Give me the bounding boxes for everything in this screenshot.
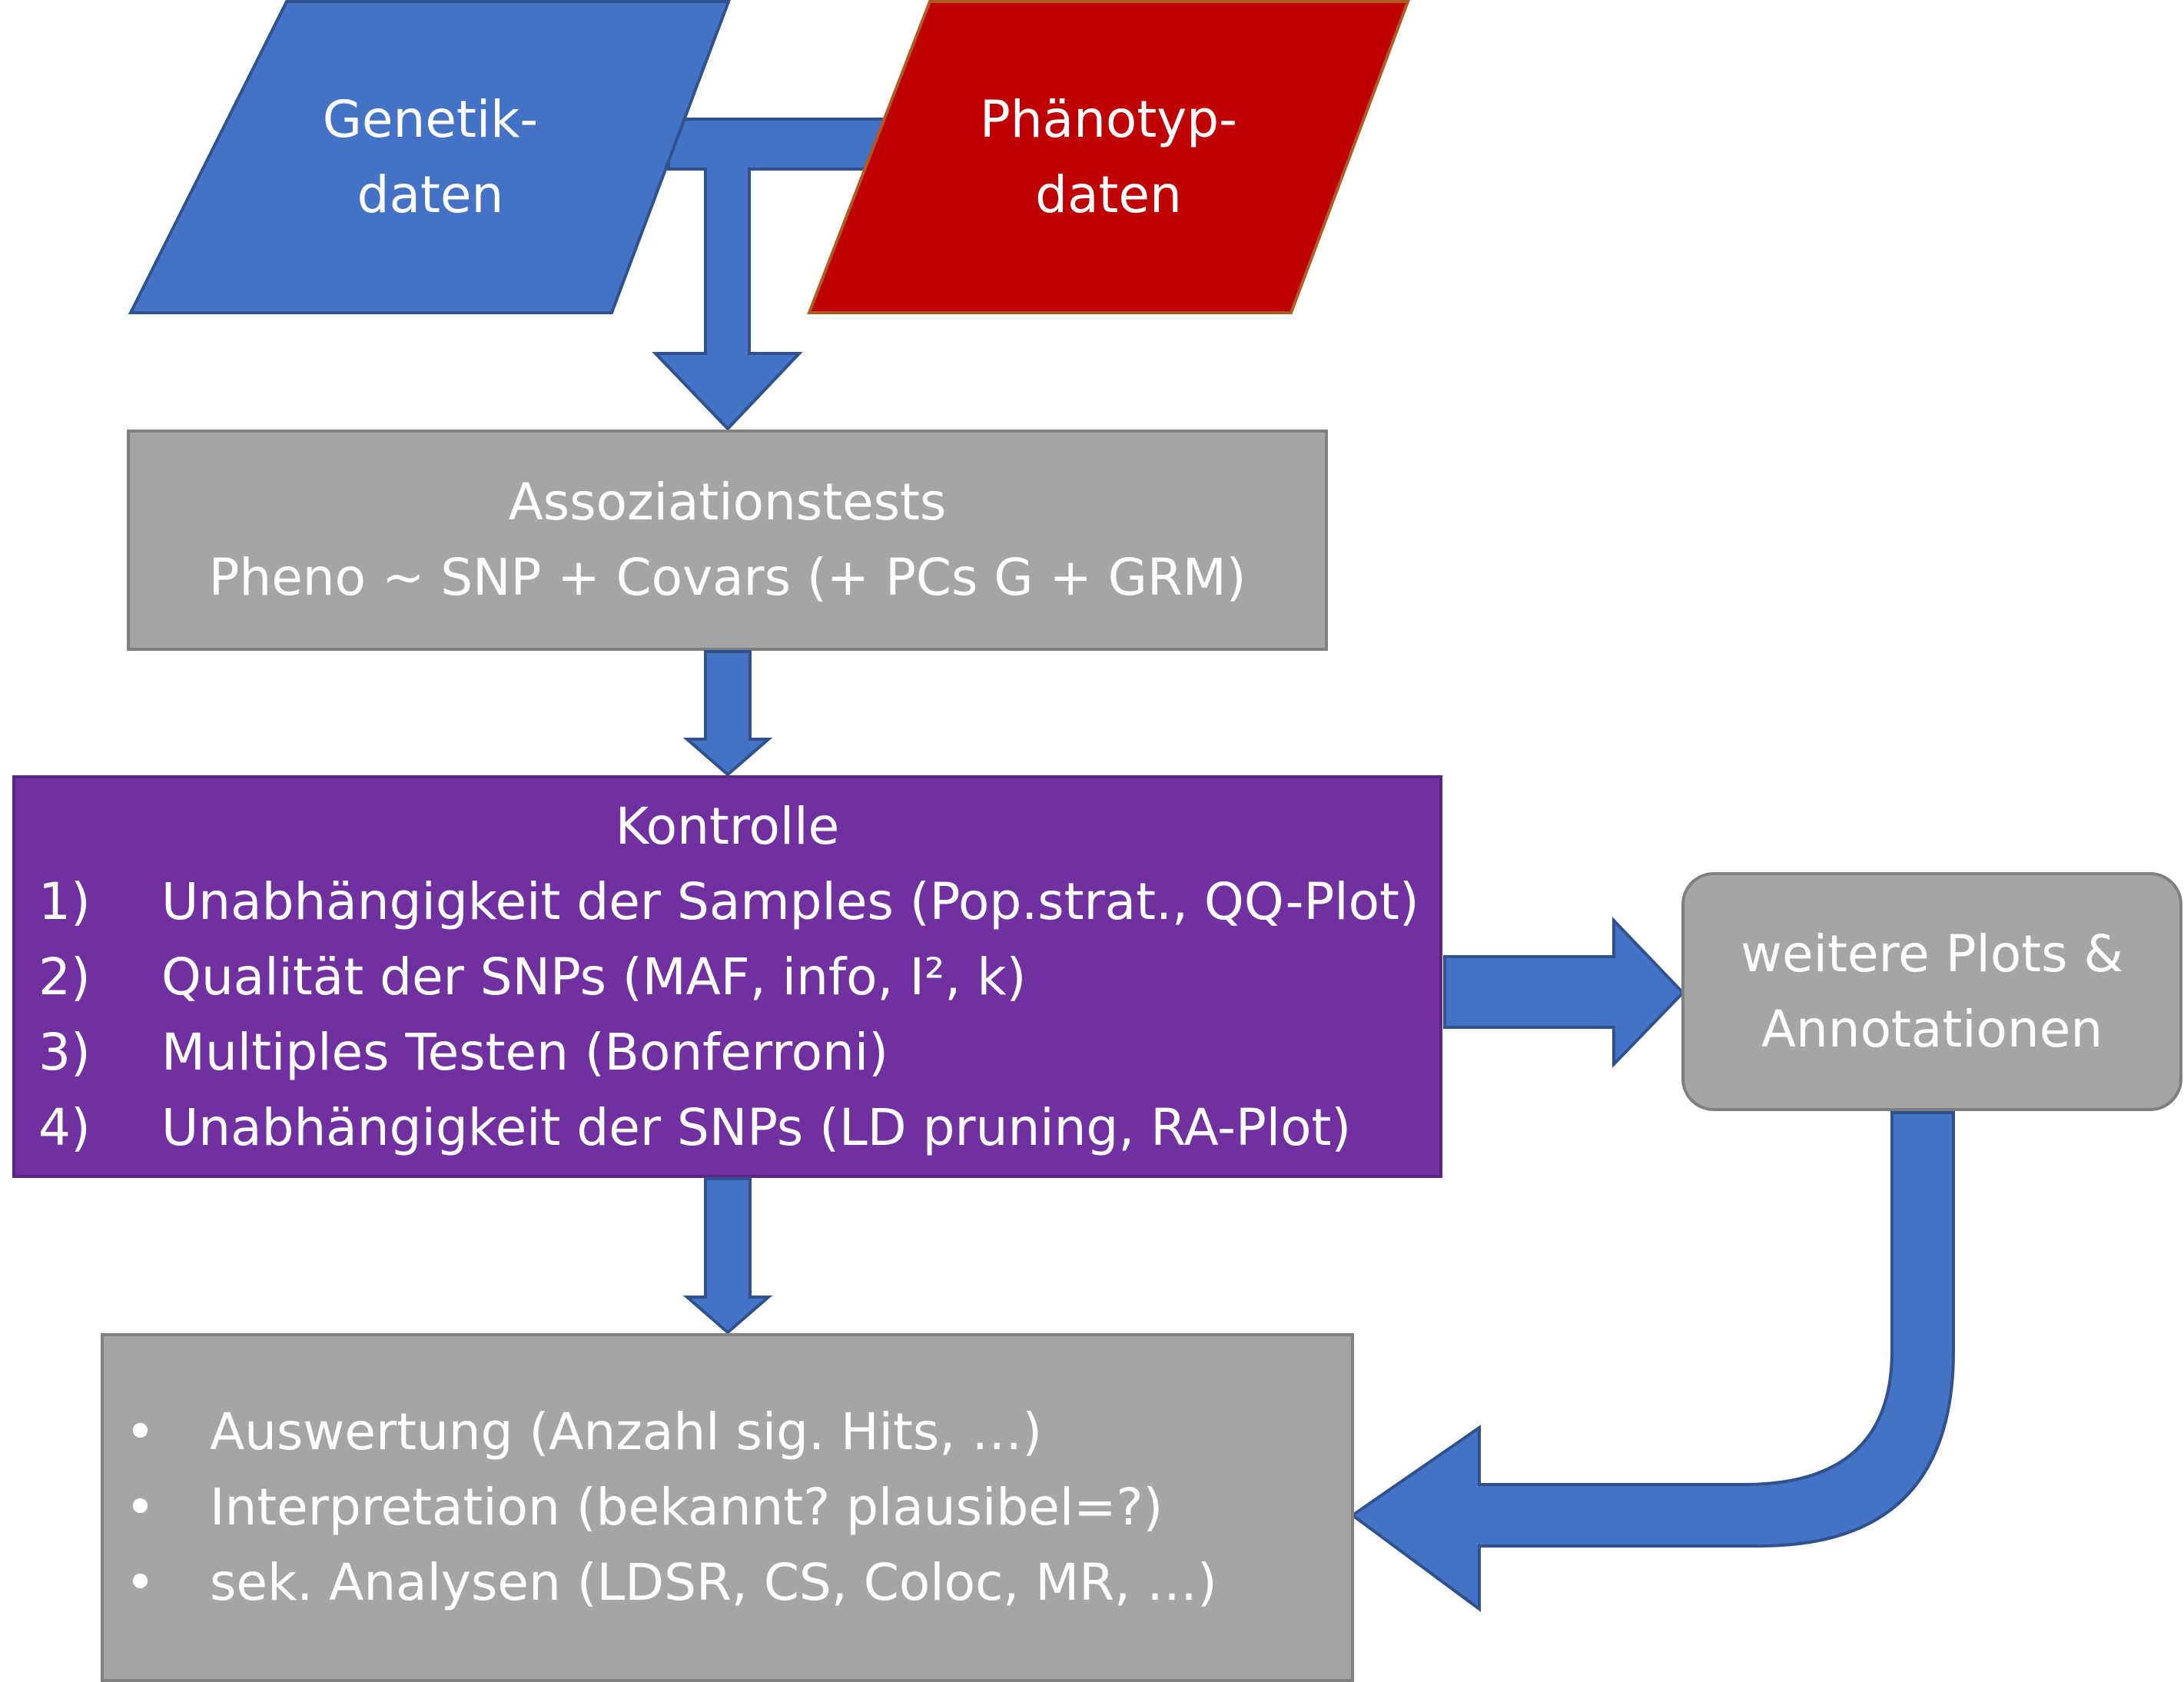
genetik-line-2: daten — [357, 165, 504, 224]
kontrolle-item-2: 2) Qualität der SNPs (MAF, info, I², k) — [38, 940, 1441, 1015]
kontrolle-item-4-num: 4) — [38, 1098, 91, 1157]
arrow-kontrolle-to-auswertung — [682, 1177, 773, 1335]
kontrolle-item-1-text: Unabhängigkeit der Samples (Pop.strat., … — [161, 872, 1419, 931]
phaenotyp-shape — [807, 0, 1410, 314]
auswertung-item-3-text: sek. Analysen (LDSR, CS, Coloc, MR, …) — [210, 1553, 1217, 1612]
auswertung-item-2-bullet: • — [125, 1478, 155, 1537]
genetik-shape — [128, 0, 731, 314]
kontrolle-item-2-num: 2) — [38, 947, 91, 1007]
kontrolle-item-1-num: 1) — [38, 872, 91, 931]
auswertung-item-1-bullet: • — [125, 1402, 155, 1461]
weitere-label: weitere Plots & Annotationen — [1683, 874, 2181, 1110]
phaenotyp-label: Phänotyp- daten — [868, 42, 1349, 273]
kontrolle-item-2-text: Qualität der SNPs (MAF, info, I², k) — [161, 947, 1027, 1007]
assoziation-shape — [127, 430, 1328, 651]
kontrolle-item-4-text: Unabhängigkeit der SNPs (LD pruning, RA-… — [161, 1098, 1352, 1157]
weitere-shape — [1681, 872, 2182, 1111]
kontrolle-shape — [12, 775, 1442, 1178]
auswertung-label: • Auswertung (Anzahl sig. Hits, …) • Int… — [102, 1395, 1353, 1641]
auswertung-item-1-text: Auswertung (Anzahl sig. Hits, …) — [210, 1402, 1042, 1461]
auswertung-item-2-text: Interpretation (bekannt? plausibel=?) — [210, 1478, 1163, 1537]
arrow-kontrolle-to-weitere — [1443, 917, 1685, 1068]
auswertung-item-2: • Interpretation (bekannt? plausibel=?) — [102, 1470, 1353, 1545]
arrow-assoziation-to-kontrolle — [682, 650, 773, 777]
auswertung-item-3: • sek. Analysen (LDSR, CS, Coloc, MR, …) — [102, 1545, 1353, 1621]
assoziation-title: Assoziationstests — [508, 473, 947, 532]
kontrolle-item-3-text: Multiples Testen (Bonferroni) — [161, 1023, 888, 1082]
phaenotyp-line-1: Phänotyp- — [980, 90, 1237, 149]
auswertung-shape — [101, 1333, 1354, 1682]
auswertung-item-3-bullet: • — [125, 1553, 155, 1612]
weitere-line-2: Annotationen — [1761, 999, 2103, 1059]
kontrolle-item-3: 3) Multiples Testen (Bonferroni) — [38, 1015, 1441, 1090]
phaenotyp-line-2: daten — [1035, 165, 1182, 224]
kontrolle-label: Kontrolle 1) Unabhängigkeit der Samples … — [14, 789, 1441, 1173]
kontrolle-item-1: 1) Unabhängigkeit der Samples (Pop.strat… — [38, 864, 1441, 940]
arrow-weitere-to-auswertung — [1349, 1111, 1955, 1612]
kontrolle-item-4: 4) Unabhängigkeit der SNPs (LD pruning, … — [38, 1090, 1441, 1166]
assoziation-formula: Pheno ~ SNP + Covars (+ PCs G + GRM) — [208, 548, 1246, 607]
weitere-line-1: weitere Plots & — [1741, 924, 2123, 984]
genetik-line-1: Genetik- — [322, 90, 539, 149]
auswertung-item-1: • Auswertung (Anzahl sig. Hits, …) — [102, 1395, 1353, 1470]
kontrolle-item-3-num: 3) — [38, 1023, 91, 1082]
assoziation-label: Assoziationstests Pheno ~ SNP + Covars (… — [128, 431, 1326, 649]
genetik-label: Genetik- daten — [192, 42, 669, 273]
kontrolle-title: Kontrolle — [615, 797, 840, 856]
